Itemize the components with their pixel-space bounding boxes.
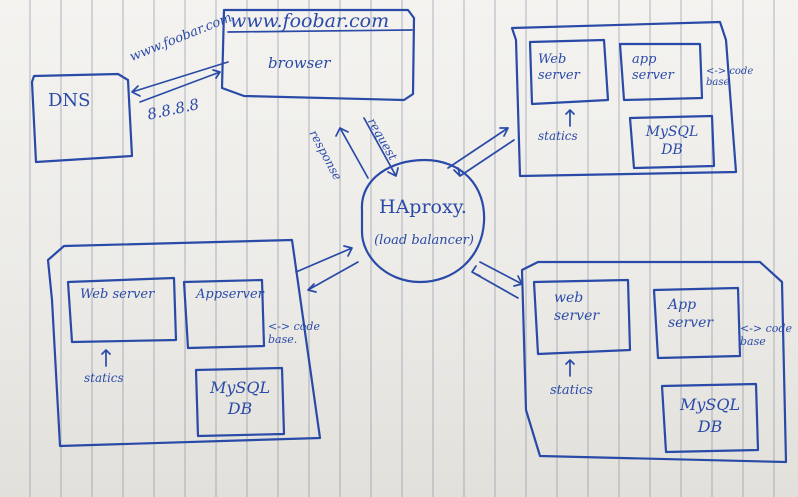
load-balancer-name: HAproxy.: [379, 196, 467, 218]
load-balancer-circle: [360, 158, 486, 284]
server-top-right-box: [510, 20, 738, 178]
server-top-right-statics-label: statics: [538, 129, 578, 143]
browser-url: www.foobar.com: [230, 10, 390, 32]
server-bottom-right-web-box: [532, 278, 632, 356]
server-top-right-statics-arrow: [565, 109, 575, 127]
server-left-app-label: Appserver: [196, 287, 264, 302]
server-left-web-label: Web server: [80, 287, 155, 302]
dns-label: DNS: [48, 90, 91, 111]
server-left-db-label: MySQL DB: [209, 378, 271, 418]
server-bottom-right-statics-label: statics: [550, 383, 593, 398]
server-left-codebase-label: <-> code base.: [268, 320, 320, 347]
server-top-right-codebase-label: <-> code base: [706, 66, 754, 88]
server-left-box: [46, 238, 322, 448]
lb-left-arrows: [295, 245, 359, 293]
browser-box: [220, 8, 416, 102]
request-arrow: [363, 117, 399, 177]
lb-bottom-right-arrows: [471, 261, 523, 299]
server-left-statics-arrow: [101, 349, 111, 367]
server-bottom-right-statics-arrow: [565, 359, 575, 377]
server-top-right-app-label: app server: [632, 52, 674, 83]
dns-box: [30, 72, 134, 164]
server-top-right-db-label: MySQL DB: [645, 124, 699, 158]
browser-url-underline: [227, 29, 413, 33]
server-left-statics-label: statics: [84, 371, 124, 385]
lb-top-right-arrows: [447, 127, 515, 177]
server-bottom-right-db-label: MySQL DB: [679, 395, 741, 436]
browser-label: browser: [268, 54, 331, 72]
server-bottom-right-app-label: App server: [668, 297, 714, 332]
response-arrow: [335, 127, 369, 179]
server-left-app-box: [182, 278, 266, 350]
server-top-right-web-label: Web server: [538, 52, 580, 83]
server-bottom-right-codebase-label: <-> code base: [740, 322, 792, 349]
server-bottom-right-app-box: [652, 286, 742, 360]
server-bottom-right-box: [520, 260, 788, 464]
server-left-db-box: [194, 366, 286, 438]
server-top-right-web-box: [528, 38, 610, 106]
load-balancer-role: (load balancer): [374, 233, 474, 248]
dns-answer-arrow: [139, 69, 221, 103]
dns-query-arrow: [131, 61, 229, 97]
server-left-web-box: [66, 276, 178, 344]
server-top-right-db-box: [628, 114, 716, 170]
server-bottom-right-web-label: web server: [554, 290, 600, 324]
server-top-right-app-box: [618, 42, 704, 102]
server-bottom-right-db-box: [660, 382, 760, 454]
